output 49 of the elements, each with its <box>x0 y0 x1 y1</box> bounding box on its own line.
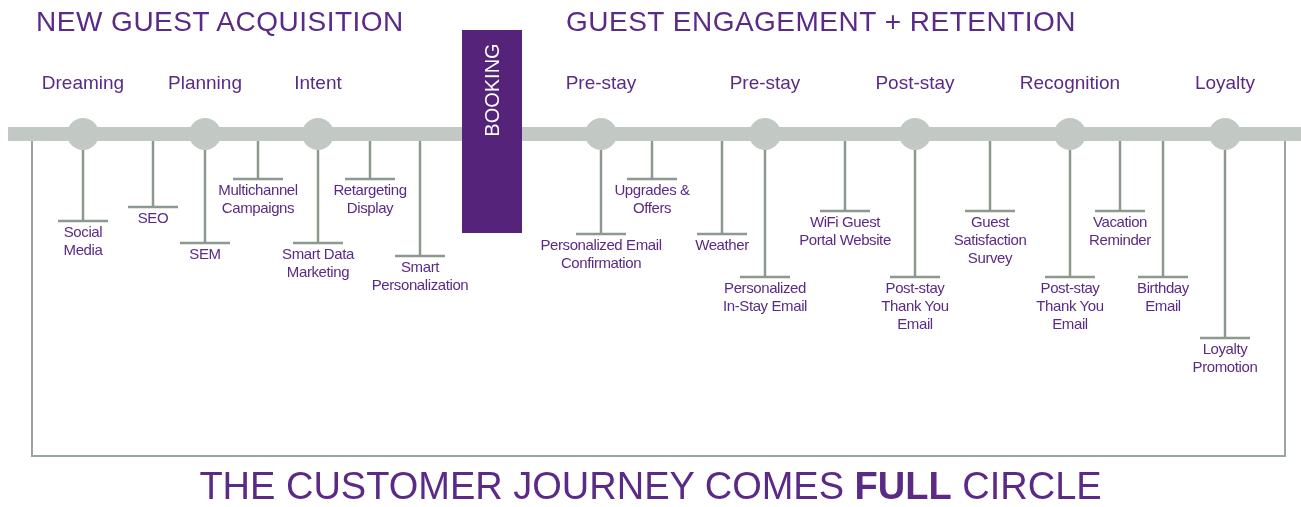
stage-label: Recognition <box>1019 72 1121 94</box>
t-bar-connector <box>1093 141 1147 213</box>
t-bar-connector <box>126 141 180 209</box>
t-bar-connector <box>291 150 345 245</box>
stage-label: Dreaming <box>41 72 125 94</box>
touchpoint-label: Post-stay Thank You Email <box>875 279 955 333</box>
touchpoint-label: Retargeting Display <box>324 181 416 217</box>
t-bar-connector <box>343 141 397 181</box>
t-bar-connector <box>625 141 679 181</box>
touchpoint-label: SEM <box>184 245 226 263</box>
t-bar-connector <box>393 141 447 258</box>
stage-label: Loyalty <box>1194 72 1256 94</box>
t-bar-connector <box>738 150 792 279</box>
caption: THE CUSTOMER JOURNEY COMES FULL CIRCLE <box>199 465 1102 507</box>
section-heading: NEW GUEST ACQUISITION <box>36 6 404 38</box>
touchpoint-label: Post-stay Thank You Email <box>1030 279 1110 333</box>
t-bar-connector <box>231 141 285 181</box>
t-bar-connector <box>574 150 628 236</box>
section-heading: GUEST ENGAGEMENT + RETENTION <box>566 6 1077 38</box>
t-bar-connector <box>695 141 749 236</box>
touchpoint-label: Smart Data Marketing <box>270 245 366 281</box>
t-bar-connector <box>963 141 1017 213</box>
touchpoint-label: Weather <box>687 236 757 254</box>
stage-label: Post-stay <box>875 72 955 94</box>
t-bar-connector <box>818 141 872 213</box>
touchpoint-label: Social Media <box>52 223 114 259</box>
t-bar-connector <box>888 150 942 279</box>
touchpoint-label: Vacation Reminder <box>1078 213 1162 249</box>
booking-label: BOOKING <box>480 43 504 137</box>
touchpoint-label: Upgrades & Offers <box>612 181 692 217</box>
stage-label: Pre-stay <box>565 72 637 94</box>
touchpoint-label: Smart Personalization <box>364 258 476 294</box>
touchpoint-label: Personalized In-Stay Email <box>717 279 813 315</box>
touchpoint-label: WiFi Guest Portal Website <box>795 213 895 249</box>
touchpoint-label: Guest Satisfaction Survey <box>944 213 1036 267</box>
t-bar-connector <box>1043 150 1097 279</box>
touchpoint-label: Birthday Email <box>1130 279 1196 315</box>
t-bar-connector <box>1136 141 1190 279</box>
touchpoint-label: SEO <box>132 209 174 227</box>
stage-label: Pre-stay <box>729 72 801 94</box>
touchpoint-label: Multichannel Campaigns <box>209 181 307 217</box>
t-bar-connector <box>56 150 110 223</box>
touchpoint-label: Personalized Email Confirmation <box>531 236 671 272</box>
t-bar-connector <box>178 150 232 245</box>
booking-box <box>462 30 522 233</box>
touchpoint-label: Loyalty Promotion <box>1183 340 1267 376</box>
t-bar-connector <box>1198 150 1252 340</box>
stage-label: Intent <box>294 72 342 94</box>
stage-label: Planning <box>168 72 242 94</box>
